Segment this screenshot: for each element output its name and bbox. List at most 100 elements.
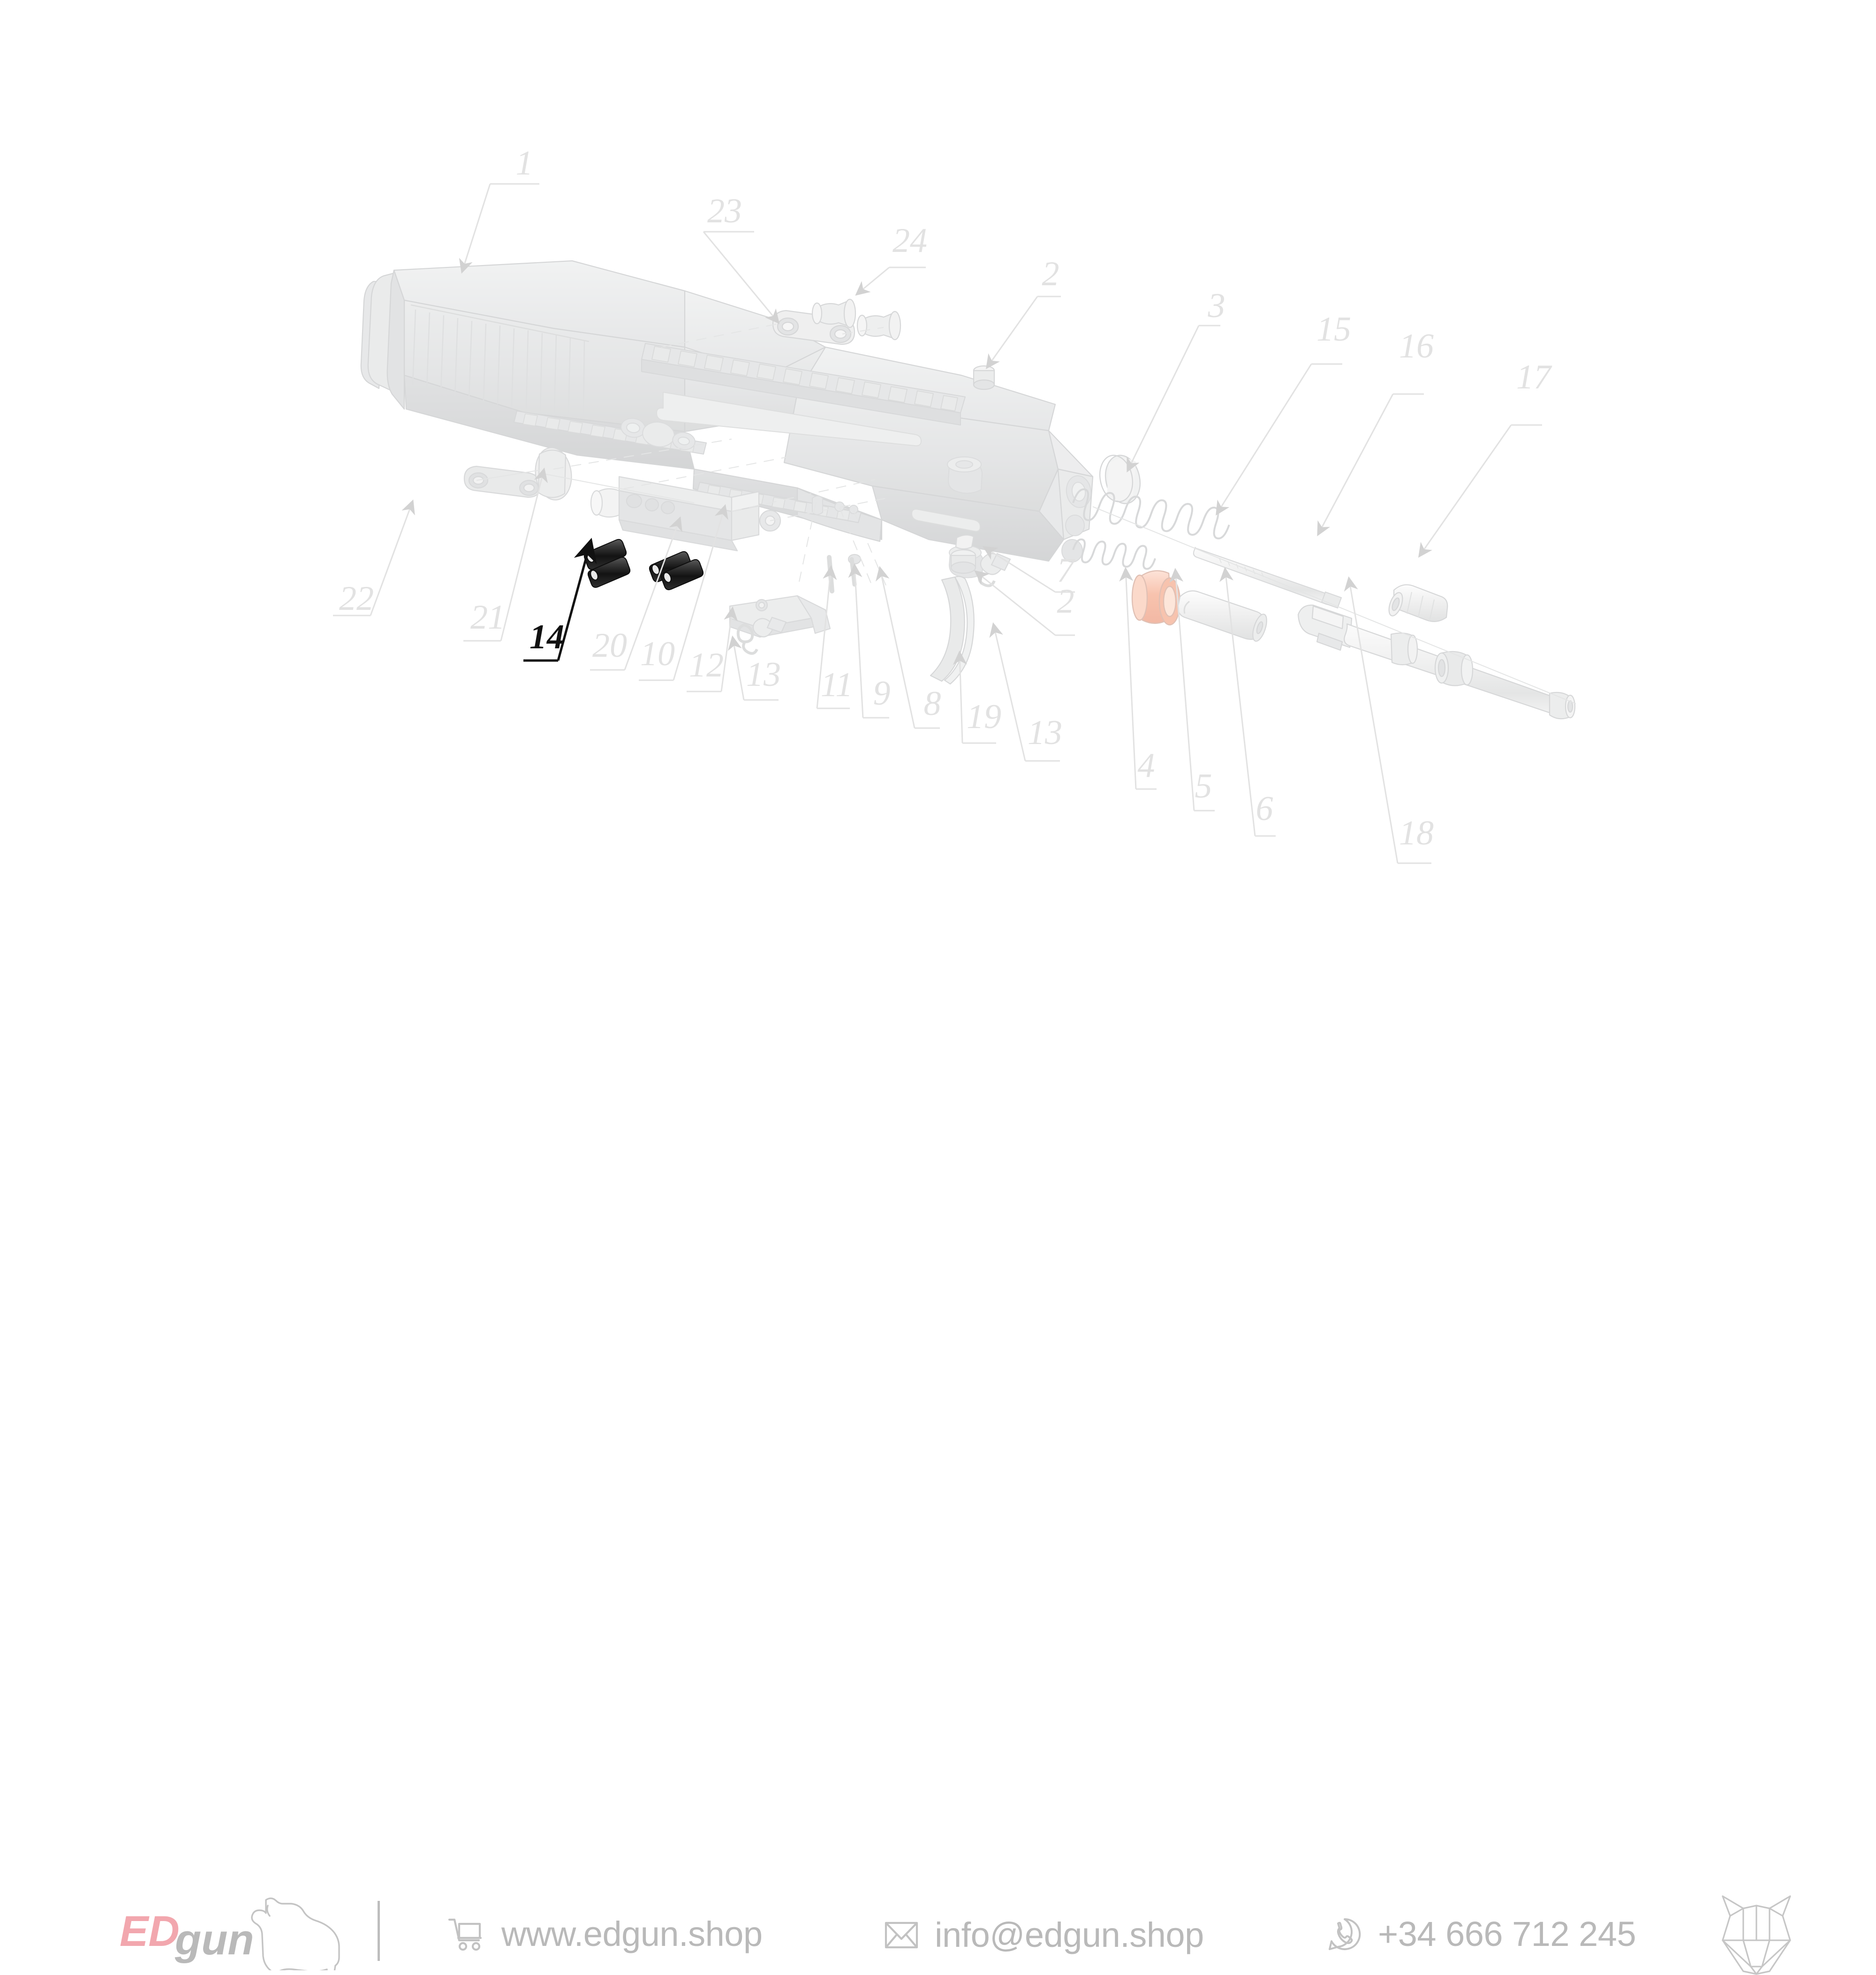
callout-20[interactable]: 20 <box>590 516 682 671</box>
callout-number: 2 <box>1057 582 1074 621</box>
callout-leader <box>983 546 1056 593</box>
page-footer: ED gun www.edgun.shop <box>0 938 1876 1975</box>
footer-phone-text: +34 666 712 245 <box>1378 1914 1636 1953</box>
callout-24[interactable]: 24 <box>855 221 927 296</box>
callout-5[interactable]: 5 <box>1169 568 1215 812</box>
callout-leader <box>500 467 548 641</box>
callout-leader <box>875 566 915 729</box>
wolf-head-icon <box>1722 1895 1791 1975</box>
callout-number: 23 <box>707 192 742 230</box>
callout-7[interactable]: 7 <box>983 546 1076 593</box>
callout-23[interactable]: 23 <box>703 192 780 324</box>
callout-10[interactable]: 10 <box>639 504 728 681</box>
exploded-view-diagram: 1232423151617222114201012131198191372456… <box>333 144 1576 864</box>
part-magazine-housing <box>590 476 781 552</box>
callout-leader <box>727 635 745 700</box>
part-probe-18 <box>1388 584 1448 623</box>
callout-number: 9 <box>873 674 891 713</box>
part-bushings-24 <box>811 298 901 341</box>
callout-6[interactable]: 6 <box>1219 567 1276 837</box>
logo-text-ed: ED <box>120 1907 180 1955</box>
callout-17[interactable]: 17 <box>1418 358 1552 558</box>
part-sear-assembly <box>729 554 862 655</box>
callout-number: 24 <box>893 221 927 260</box>
callout-leader <box>1216 364 1312 516</box>
footer-email[interactable]: info@edgun.shop <box>884 1915 1204 1955</box>
callout-leader <box>989 622 1026 761</box>
callout-number: 5 <box>1195 767 1212 805</box>
callout-15[interactable]: 15 <box>1216 310 1351 516</box>
callout-number: 8 <box>924 684 941 723</box>
callout-3[interactable]: 3 <box>1127 287 1225 473</box>
callout-9[interactable]: 9 <box>848 563 891 719</box>
part-plunger-6 <box>1177 590 1267 642</box>
callout-21[interactable]: 21 <box>463 467 548 642</box>
callout-19[interactable]: 19 <box>953 650 1001 744</box>
callout-leader <box>1169 568 1195 811</box>
callout-number: 22 <box>339 579 374 618</box>
callout-2[interactable]: 2 <box>985 255 1061 369</box>
footer-website[interactable]: www.edgun.shop <box>448 1914 763 1954</box>
callout-number: 4 <box>1138 746 1155 785</box>
part-trigger-blade <box>930 576 975 685</box>
callout-2[interactable]: 2 <box>974 570 1075 636</box>
callout-number: 1 <box>516 144 533 182</box>
callout-14[interactable]: 14 <box>523 538 597 662</box>
callout-13[interactable]: 13 <box>989 622 1062 762</box>
callout-number: 16 <box>1399 327 1434 365</box>
callout-number: 12 <box>689 646 724 684</box>
part-link-plate-22 <box>463 465 541 498</box>
callout-leader <box>459 183 491 274</box>
callout-leader <box>370 499 415 616</box>
footer-divider <box>378 1901 380 1961</box>
callout-13[interactable]: 13 <box>727 635 781 701</box>
callout-12[interactable]: 12 <box>687 606 738 692</box>
envelope-icon <box>885 1922 918 1948</box>
callout-leader <box>720 606 738 692</box>
part-springs <box>1072 488 1230 570</box>
part-seal-5-accent <box>1131 570 1181 626</box>
callout-number: 2 <box>1042 255 1059 293</box>
callout-11[interactable]: 11 <box>816 565 853 709</box>
callout-number: 20 <box>592 626 627 665</box>
callout-leader <box>703 231 780 324</box>
callout-leader <box>624 516 682 670</box>
callout-1[interactable]: 1 <box>459 144 539 274</box>
cart-icon <box>448 1918 482 1951</box>
edgun-logo[interactable]: ED gun <box>120 1895 354 1970</box>
callout-16[interactable]: 16 <box>1317 327 1434 537</box>
callout-number: 18 <box>1399 814 1434 852</box>
assembly-centerlines <box>476 323 1576 704</box>
callout-leader <box>557 538 597 661</box>
part-cap-21 <box>535 447 572 501</box>
callout-leader <box>985 296 1038 369</box>
footer-website-text: www.edgun.shop <box>501 1914 763 1953</box>
whatsapp-icon <box>1329 1918 1361 1950</box>
footer-email-text: info@edgun.shop <box>935 1915 1204 1954</box>
callout-leader <box>1119 567 1137 790</box>
callout-22[interactable]: 22 <box>333 499 415 618</box>
callout-leader <box>1344 576 1399 864</box>
callout-number: 13 <box>1028 714 1062 752</box>
callout-leader <box>816 565 837 709</box>
dog-silhouette-icon <box>251 1897 340 1970</box>
part-picatinny-rail-upper <box>641 343 966 447</box>
callout-number: 13 <box>746 655 781 694</box>
footer-phone[interactable]: +34 666 712 245 <box>1327 1914 1636 1954</box>
callout-leader <box>1127 325 1200 473</box>
part-cap-2 <box>973 365 995 390</box>
callout-number: 6 <box>1256 790 1273 828</box>
callout-leader <box>1418 425 1512 558</box>
callout-number: 10 <box>640 635 675 673</box>
part-receiver-details <box>620 418 1092 578</box>
callout-leader <box>673 504 728 681</box>
callout-4[interactable]: 4 <box>1119 567 1157 790</box>
callout-number: 21 <box>470 598 505 637</box>
callout-number: 15 <box>1316 310 1351 349</box>
callout-leader <box>1219 567 1256 836</box>
callout-18[interactable]: 18 <box>1344 576 1434 864</box>
callout-leader <box>974 570 1056 636</box>
callout-8[interactable]: 8 <box>875 566 941 729</box>
part-link-23 <box>772 310 855 345</box>
